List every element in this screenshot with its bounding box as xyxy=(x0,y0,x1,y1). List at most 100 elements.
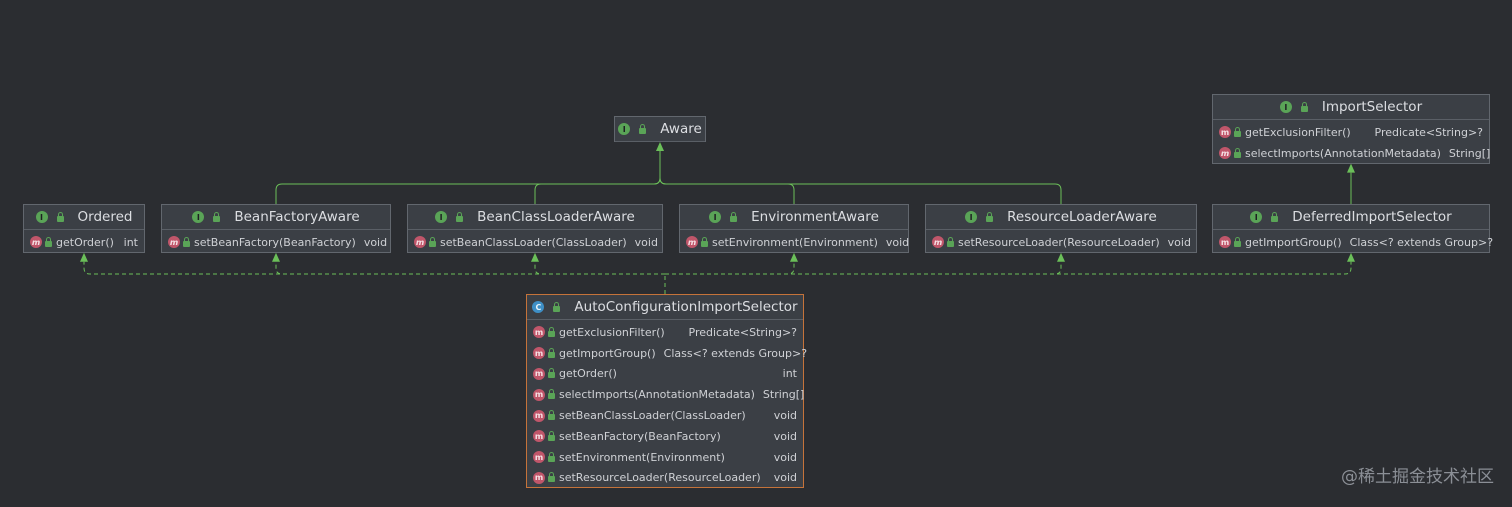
public-visibility-icon xyxy=(947,236,954,247)
method-icon: m xyxy=(533,471,545,484)
node-title: BeanClassLoaderAware xyxy=(477,209,635,225)
abstract-method-icon: m xyxy=(932,236,944,249)
public-visibility-icon xyxy=(456,211,464,222)
method-row[interactable]: m setResourceLoader(ResourceLoader) void xyxy=(527,468,803,489)
class-icon: C xyxy=(532,301,545,313)
method-return-type: int xyxy=(782,367,797,381)
node-title: BeanFactoryAware xyxy=(234,209,360,225)
implements-edge xyxy=(665,261,795,275)
abstract-method-icon: m xyxy=(30,236,42,249)
extends-edge xyxy=(275,151,661,204)
method-return-type: void xyxy=(773,409,797,423)
method-row[interactable]: m getExclusionFilter() Predicate<String>? xyxy=(527,322,803,343)
implements-arrowhead xyxy=(272,252,280,262)
method-return-type: void xyxy=(634,235,658,249)
method-icon: m xyxy=(533,388,545,401)
public-visibility-icon xyxy=(213,211,221,222)
node-environmentaware[interactable]: I EnvironmentAware m setEnvironment(Environ… xyxy=(679,204,909,253)
implements-arrowhead xyxy=(80,252,88,262)
method-return-type: Class<? extends Group>? xyxy=(663,346,808,360)
method-name: setBeanClassLoader(ClassLoader) xyxy=(440,235,627,249)
method-return-type: int xyxy=(123,235,138,249)
implements-arrowhead xyxy=(1347,252,1355,262)
method-return-type: Predicate<String>? xyxy=(688,325,798,339)
public-visibility-icon xyxy=(548,451,555,462)
node-title: Aware xyxy=(660,121,702,137)
public-visibility-icon xyxy=(730,211,738,222)
node-title: ImportSelector xyxy=(1321,99,1423,115)
node-aware[interactable]: I Aware xyxy=(614,116,706,142)
public-visibility-icon xyxy=(548,326,555,337)
method-name: setEnvironment(Environment) xyxy=(559,450,725,464)
method-icon: m xyxy=(533,451,545,464)
node-header: C AutoConfigurationImportSelector xyxy=(527,295,803,320)
method-return-type: String[] xyxy=(762,388,805,402)
method-name: getExclusionFilter() xyxy=(1245,125,1351,139)
method-name: getImportGroup() xyxy=(1245,235,1342,249)
interface-icon: I xyxy=(709,211,722,223)
method-row[interactable]: m setEnvironment(Environment) void xyxy=(680,232,910,253)
implements-edge xyxy=(665,261,1062,275)
method-name: getImportGroup() xyxy=(559,346,656,360)
node-title: Ordered xyxy=(77,209,133,225)
node-header: I EnvironmentAware xyxy=(680,205,908,230)
public-visibility-icon xyxy=(56,211,64,222)
method-name: getOrder() xyxy=(559,367,617,381)
public-visibility-icon xyxy=(548,410,555,421)
method-name: setEnvironment(Environment) xyxy=(712,235,878,249)
method-return-type: void xyxy=(885,235,910,249)
implements-arrowhead xyxy=(790,252,798,262)
interface-icon: I xyxy=(192,211,205,223)
method-row[interactable]: m setBeanClassLoader(ClassLoader) void xyxy=(408,232,662,253)
implements-arrowhead xyxy=(1057,252,1065,262)
extends-edge xyxy=(659,151,1062,204)
implements-edge xyxy=(534,261,665,275)
abstract-method-icon: m xyxy=(1219,147,1231,160)
public-visibility-icon xyxy=(429,236,436,247)
abstract-method-icon: m xyxy=(686,236,698,249)
node-header: I BeanFactoryAware xyxy=(162,205,390,230)
method-icon: m xyxy=(533,367,545,380)
node-autoconfigurationimportselector[interactable]: C AutoConfigurationImportSelector m getExcl… xyxy=(526,294,807,489)
node-title: EnvironmentAware xyxy=(751,209,879,225)
node-header: I Aware xyxy=(615,117,705,142)
public-visibility-icon xyxy=(548,389,555,400)
method-return-type: String[] xyxy=(1448,146,1491,160)
node-title: DeferredImportSelector xyxy=(1292,209,1452,225)
interface-icon: I xyxy=(618,123,631,135)
method-return-type: void xyxy=(773,429,797,443)
abstract-method-icon: m xyxy=(414,236,426,249)
node-title: AutoConfigurationImportSelector xyxy=(574,299,798,315)
implements-edge xyxy=(275,261,665,275)
public-visibility-icon xyxy=(548,347,555,358)
method-row[interactable]: m getOrder() int xyxy=(527,364,803,385)
public-visibility-icon xyxy=(1271,211,1279,222)
method-icon: m xyxy=(533,326,545,339)
method-name: getExclusionFilter() xyxy=(559,325,665,339)
method-return-type: void xyxy=(1167,235,1191,249)
method-name: setResourceLoader(ResourceLoader) xyxy=(559,471,761,485)
method-name: setBeanClassLoader(ClassLoader) xyxy=(559,409,746,423)
method-return-type: void xyxy=(773,471,797,485)
